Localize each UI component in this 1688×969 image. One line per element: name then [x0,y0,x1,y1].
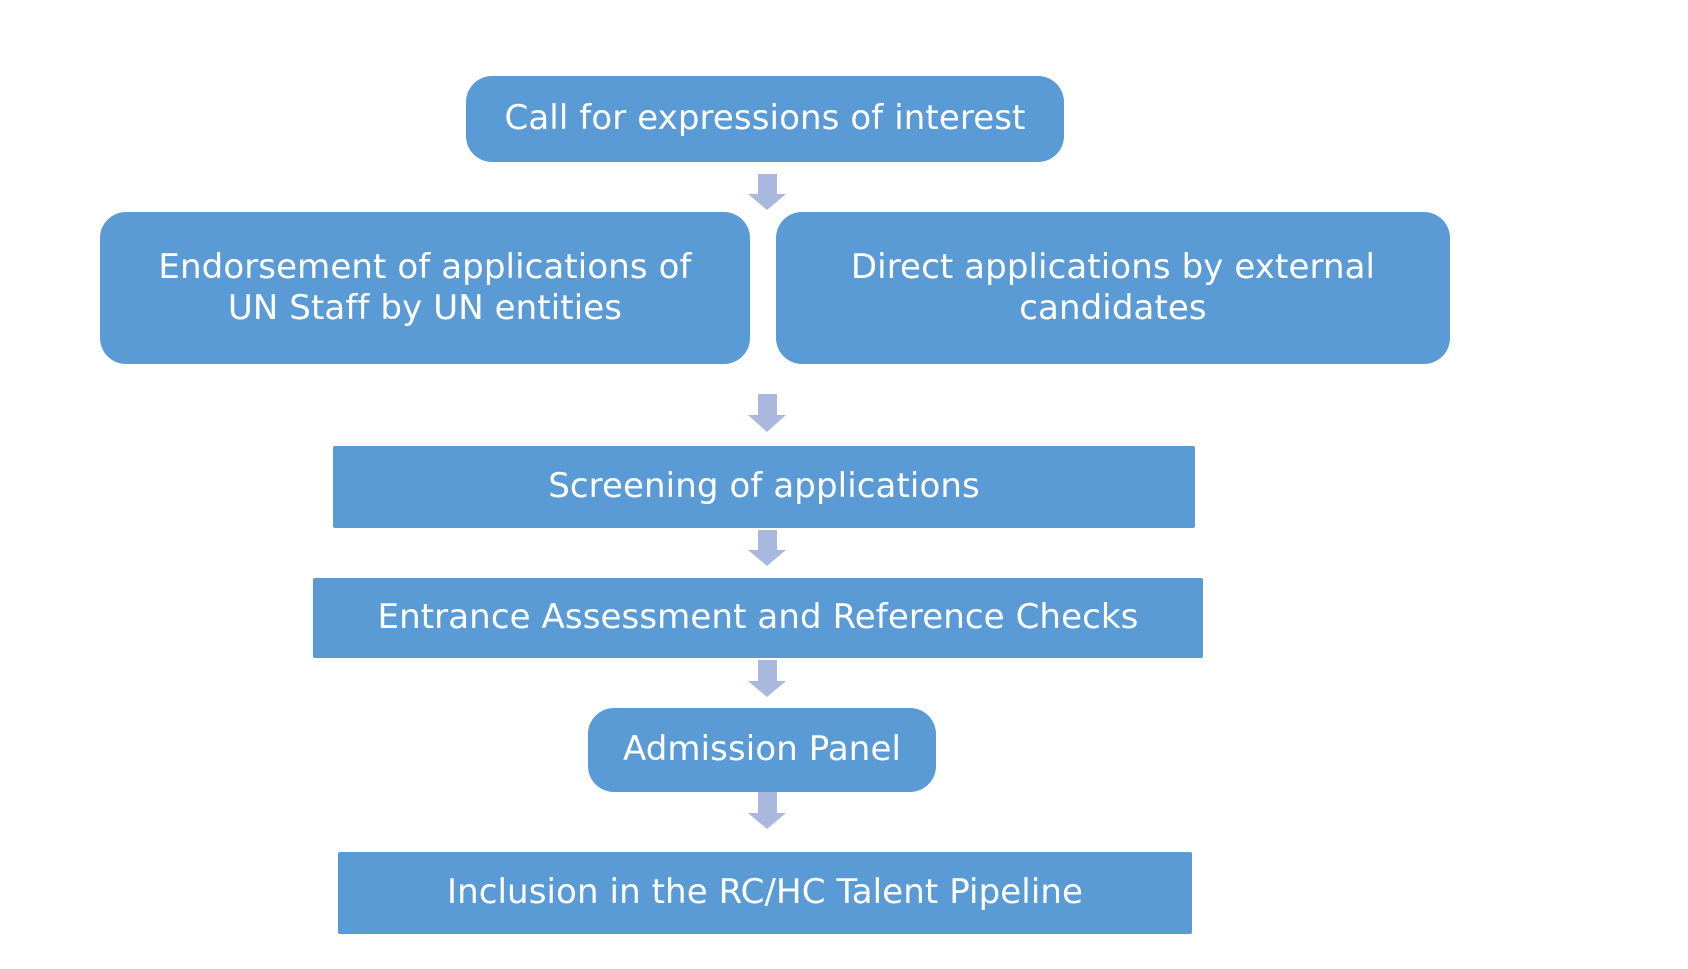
arrow-head [748,680,786,697]
arrow-head [748,550,786,566]
arrow-down-icon [748,394,786,432]
arrow-shaft [757,792,777,813]
flow-node-direct-applications-external[interactable]: Direct applications by external candidat… [776,212,1450,364]
flow-node-label-line-2: UN Staff by UN entities [227,288,623,328]
flow-node-label: Entrance Assessment and Reference Checks [377,597,1139,638]
flow-node-entrance-assessment-and-reference-checks[interactable]: Entrance Assessment and Reference Checks [313,578,1203,658]
arrow-shaft [757,660,777,681]
flow-node-endorsement-of-applications[interactable]: Endorsement of applications of UN Staff … [100,212,750,364]
flow-node-label-line-1: Direct applications by external [850,246,1376,287]
arrow-head [748,415,786,432]
flow-node-label-line-1: Endorsement of applications of [158,246,692,287]
flow-node-screening-of-applications[interactable]: Screening of applications [333,446,1195,528]
flow-node-label: Call for expressions of interest [504,98,1026,139]
flow-node-label: Direct applications by external candidat… [851,247,1375,330]
flow-node-label: Admission Panel [622,729,902,770]
flow-node-label: Screening of applications [548,466,980,507]
arrow-head [748,812,786,829]
flow-node-label: Endorsement of applications of UN Staff … [158,247,691,330]
flow-node-inclusion-in-rc-hc-talent-pipeline[interactable]: Inclusion in the RC/HC Talent Pipeline [338,852,1192,934]
arrow-shaft [757,530,777,551]
flow-node-label-line-2: candidates [1019,288,1207,328]
arrow-down-icon [748,660,786,697]
arrow-down-icon [748,530,786,566]
arrow-down-icon [748,792,786,829]
flow-node-call-for-expressions-of-interest[interactable]: Call for expressions of interest [466,76,1064,162]
arrow-shaft [757,174,777,195]
flow-node-admission-panel[interactable]: Admission Panel [588,708,936,792]
arrow-head [748,194,786,210]
arrow-shaft [757,394,777,416]
flow-node-label: Inclusion in the RC/HC Talent Pipeline [446,872,1084,913]
arrow-down-icon [748,174,786,210]
